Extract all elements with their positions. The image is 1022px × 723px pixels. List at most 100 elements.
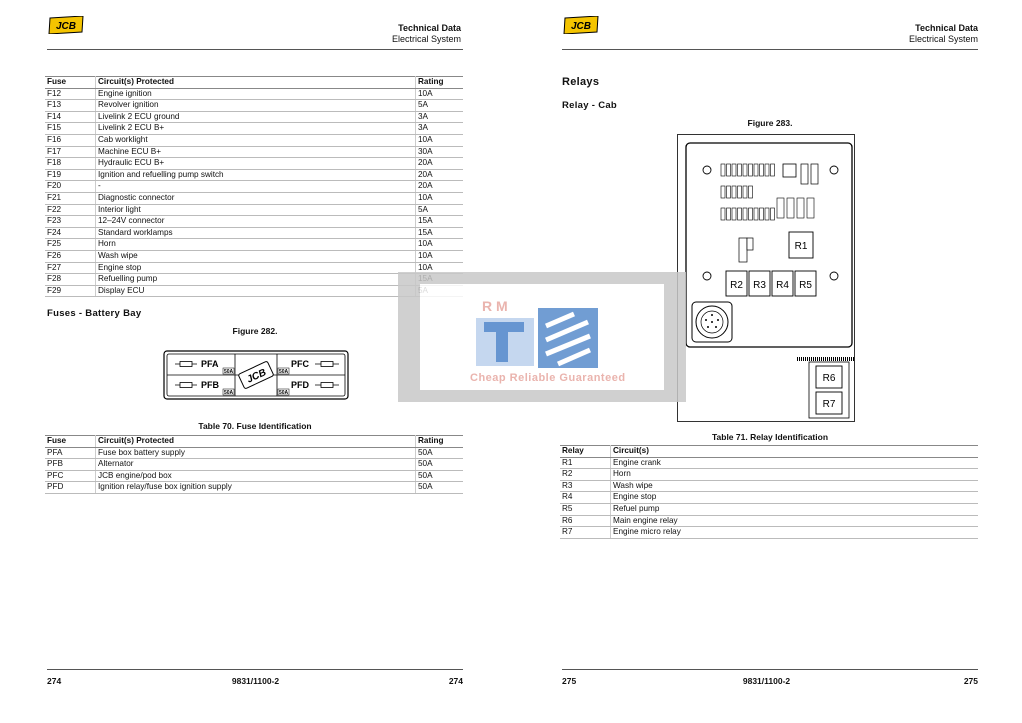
col-header: Circuit(s) Protected	[95, 76, 416, 89]
table-cell: Livelink 2 ECU B+	[95, 122, 416, 135]
table-cell: Refuel pump	[610, 503, 978, 516]
doc-number: 9831/1100-2	[231, 676, 280, 686]
table-cell: Ignition and refuelling pump switch	[95, 169, 416, 182]
fuse-block-icon	[786, 197, 795, 219]
table-cell: 10A	[415, 88, 463, 101]
table-cell: F13	[45, 99, 96, 112]
section-title: Relays	[562, 76, 600, 88]
watermark-panel: R M Cheap Reliable Guaranteed	[420, 284, 664, 390]
fuse-block-icon	[731, 163, 737, 177]
page-header: Technical Data Electrical System	[392, 23, 461, 45]
fuse-block-icon	[748, 207, 753, 221]
table-cell: Wash wipe	[610, 480, 978, 493]
svg-text:JCB: JCB	[56, 21, 76, 32]
pfb-label: PFB	[201, 380, 220, 390]
fuse-block-icon	[731, 185, 737, 199]
fuse-block-icon	[770, 207, 775, 221]
watermark-letters: R M	[482, 298, 508, 314]
relay-panel-diagram: R1 R2 R3 R4 R5 R6 R7	[677, 134, 855, 422]
table-cell: F22	[45, 204, 96, 217]
table-cell: Standard worklamps	[95, 227, 416, 240]
rating-tag: 50A	[224, 369, 234, 375]
header-title: Technical Data	[398, 23, 461, 33]
table-cell: Diagnostic connector	[95, 192, 416, 205]
table-cell: F23	[45, 215, 96, 228]
fuse-block-icon	[720, 207, 726, 221]
table-cell: 20A	[415, 169, 463, 182]
table-cell: Machine ECU B+	[95, 146, 416, 159]
table-caption: Table 71. Relay Identification	[711, 432, 829, 442]
relay-r6: R6	[823, 373, 836, 384]
table-cell: 12–24V connector	[95, 215, 416, 228]
section-title: Fuses - Battery Bay	[47, 308, 142, 319]
table-cell: Fuse box battery supply	[95, 447, 416, 460]
pfd-label: PFD	[291, 380, 310, 390]
fuse-block-icon	[764, 207, 770, 221]
col-header: Circuit(s) Protected	[95, 435, 416, 448]
table-cell: F28	[45, 273, 96, 286]
table-cell: F26	[45, 250, 96, 263]
fuse-block-icon	[753, 163, 759, 177]
table-cell: R7	[560, 526, 611, 539]
doc-number: 9831/1100-2	[742, 676, 791, 686]
connector-icon	[691, 301, 733, 343]
table-cell: Engine stop	[610, 491, 978, 504]
table-cell: F15	[45, 122, 96, 135]
relay-r2: R2	[730, 280, 743, 291]
table-cell: 3A	[415, 111, 463, 124]
table-cell: -	[95, 180, 416, 193]
table-cell: PFC	[45, 470, 96, 483]
table-cell: 20A	[415, 180, 463, 193]
table-cell: 5A	[415, 204, 463, 217]
fuse-block-icon	[770, 163, 775, 177]
table-cell: Livelink 2 ECU ground	[95, 111, 416, 124]
jcb-logo: JCB	[563, 16, 599, 34]
table-cell: 5A	[415, 99, 463, 112]
relay-r3: R3	[753, 280, 766, 291]
table-cell: Refuelling pump	[95, 273, 416, 286]
footer-rule	[562, 669, 978, 670]
table-cell: F16	[45, 134, 96, 147]
table-cell: Display ECU	[95, 285, 416, 298]
table-cell: Engine stop	[95, 262, 416, 275]
fuse-block-icon	[726, 207, 731, 221]
table-cell: Engine crank	[610, 457, 978, 470]
table-cell: R1	[560, 457, 611, 470]
table-cell: PFB	[45, 458, 96, 471]
col-header: Circuit(s)	[610, 445, 978, 458]
table-cell: Revolver ignition	[95, 99, 416, 112]
table-cell: Engine micro relay	[610, 526, 978, 539]
table-cell: 20A	[415, 157, 463, 170]
fuse-block-icon	[742, 207, 748, 221]
table-cell: R4	[560, 491, 611, 504]
fuse-block-icon	[737, 185, 742, 199]
table-cell: Hydraulic ECU B+	[95, 157, 416, 170]
table-cell: Wash wipe	[95, 250, 416, 263]
relay-r5: R5	[799, 280, 812, 291]
fuse-block-icon	[737, 207, 742, 221]
page-header: Technical Data Electrical System	[909, 23, 978, 45]
fuse-block-icon	[720, 185, 726, 199]
col-header: Rating	[415, 435, 463, 448]
fuse-block-icon	[742, 163, 748, 177]
table-caption: Table 70. Fuse Identification	[198, 421, 312, 431]
table-cell: 10A	[415, 192, 463, 205]
fuse-block-icon	[753, 207, 759, 221]
relay-r1: R1	[795, 241, 808, 252]
fuse-block-icon	[806, 197, 815, 219]
watermark-logo-icon	[476, 308, 598, 368]
header-title: Technical Data	[915, 23, 978, 33]
header-rule	[47, 49, 463, 50]
